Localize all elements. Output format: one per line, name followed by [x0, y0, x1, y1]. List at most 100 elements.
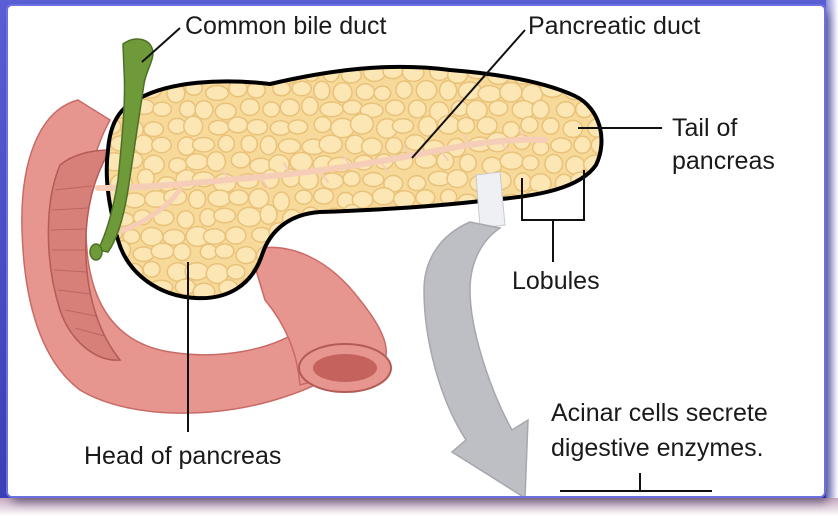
- lobule: [152, 209, 175, 227]
- lobule: [477, 84, 502, 103]
- lobule: [532, 66, 553, 79]
- lobule: [362, 171, 385, 188]
- lobule: [371, 187, 396, 206]
- lobule: [341, 99, 363, 116]
- label-common-bile-duct: Common bile duct: [185, 12, 387, 40]
- lobule: [176, 209, 195, 230]
- lobule: [217, 134, 236, 153]
- lobule: [499, 81, 523, 103]
- lobule: [259, 135, 278, 156]
- lobule: [415, 188, 436, 207]
- lobule: [214, 102, 237, 121]
- lobule: [226, 263, 246, 280]
- lobule: [289, 151, 314, 172]
- lobule: [498, 300, 520, 320]
- lobule: [531, 241, 556, 260]
- lobule: [443, 207, 467, 228]
- lobule: [313, 80, 331, 101]
- lobule: [235, 245, 257, 265]
- lobule: [106, 261, 126, 277]
- lobule: [417, 115, 438, 137]
- lobule: [184, 153, 209, 171]
- lobule: [531, 99, 550, 120]
- lobule: [597, 277, 602, 299]
- lobule: [313, 115, 332, 134]
- lobule: [489, 240, 511, 261]
- lobule: [595, 101, 602, 120]
- lobule: [384, 136, 404, 155]
- lobule: [143, 121, 165, 138]
- lobule: [272, 191, 291, 212]
- lobule: [207, 119, 230, 136]
- lobule: [227, 295, 248, 299]
- lobule: [520, 116, 539, 134]
- lobule: [312, 187, 335, 205]
- lobule: [549, 66, 573, 83]
- lobule: [142, 296, 164, 299]
- lobule: [240, 134, 259, 154]
- lobule: [590, 135, 602, 156]
- label-acinar-line1: Acinar cells secrete: [551, 399, 768, 427]
- lobule: [550, 137, 573, 154]
- lobule: [404, 134, 427, 151]
- lobule: [544, 153, 564, 175]
- lobule: [214, 243, 235, 260]
- lobule: [465, 99, 488, 121]
- lobule: [372, 261, 391, 278]
- lobule: [213, 207, 237, 224]
- lobule: [332, 81, 353, 103]
- lobule: [228, 189, 250, 206]
- lobule: [178, 100, 197, 119]
- lobule: [212, 66, 238, 81]
- lobule: [541, 117, 560, 135]
- lobule: [373, 85, 392, 102]
- lobule: [395, 80, 413, 100]
- lobule: [429, 66, 451, 82]
- lobule: [488, 99, 509, 117]
- lobule: [175, 66, 197, 79]
- lobule: [531, 140, 550, 156]
- lobule: [392, 189, 416, 209]
- lobule: [349, 113, 375, 135]
- lobule: [571, 243, 596, 265]
- lobule: [323, 242, 347, 262]
- lobule: [592, 245, 602, 265]
- lobule: [142, 260, 161, 278]
- lobule: [513, 243, 535, 264]
- lobule: [230, 151, 251, 169]
- lobule: [587, 301, 604, 319]
- lobule: [291, 80, 312, 97]
- lobule: [517, 225, 542, 243]
- lobule: [194, 99, 214, 120]
- lobule: [436, 151, 455, 171]
- lobule: [187, 301, 209, 316]
- lobule: [121, 296, 140, 299]
- lobule: [499, 151, 525, 171]
- lobule: [371, 227, 396, 247]
- lobule: [385, 279, 411, 297]
- lobule: [172, 242, 192, 262]
- lobule: [353, 223, 372, 243]
- lobule: [195, 66, 218, 81]
- lobule: [342, 203, 362, 225]
- lobule: [351, 264, 373, 283]
- lobule: [563, 224, 584, 246]
- lobule: [162, 228, 186, 246]
- lobule: [573, 66, 592, 85]
- lobule: [163, 295, 182, 299]
- lobule: [511, 99, 536, 120]
- lobule: [262, 101, 281, 118]
- lobule: [582, 224, 602, 242]
- lobule: [391, 117, 415, 134]
- lobule: [174, 278, 197, 296]
- lobule: [319, 101, 344, 118]
- lobule: [542, 294, 565, 299]
- frame-shadow-bottom: [0, 498, 838, 516]
- lobule: [522, 294, 542, 299]
- lobule: [207, 189, 232, 208]
- lobule: [384, 99, 406, 117]
- lobule: [152, 101, 173, 118]
- lobule: [246, 118, 269, 136]
